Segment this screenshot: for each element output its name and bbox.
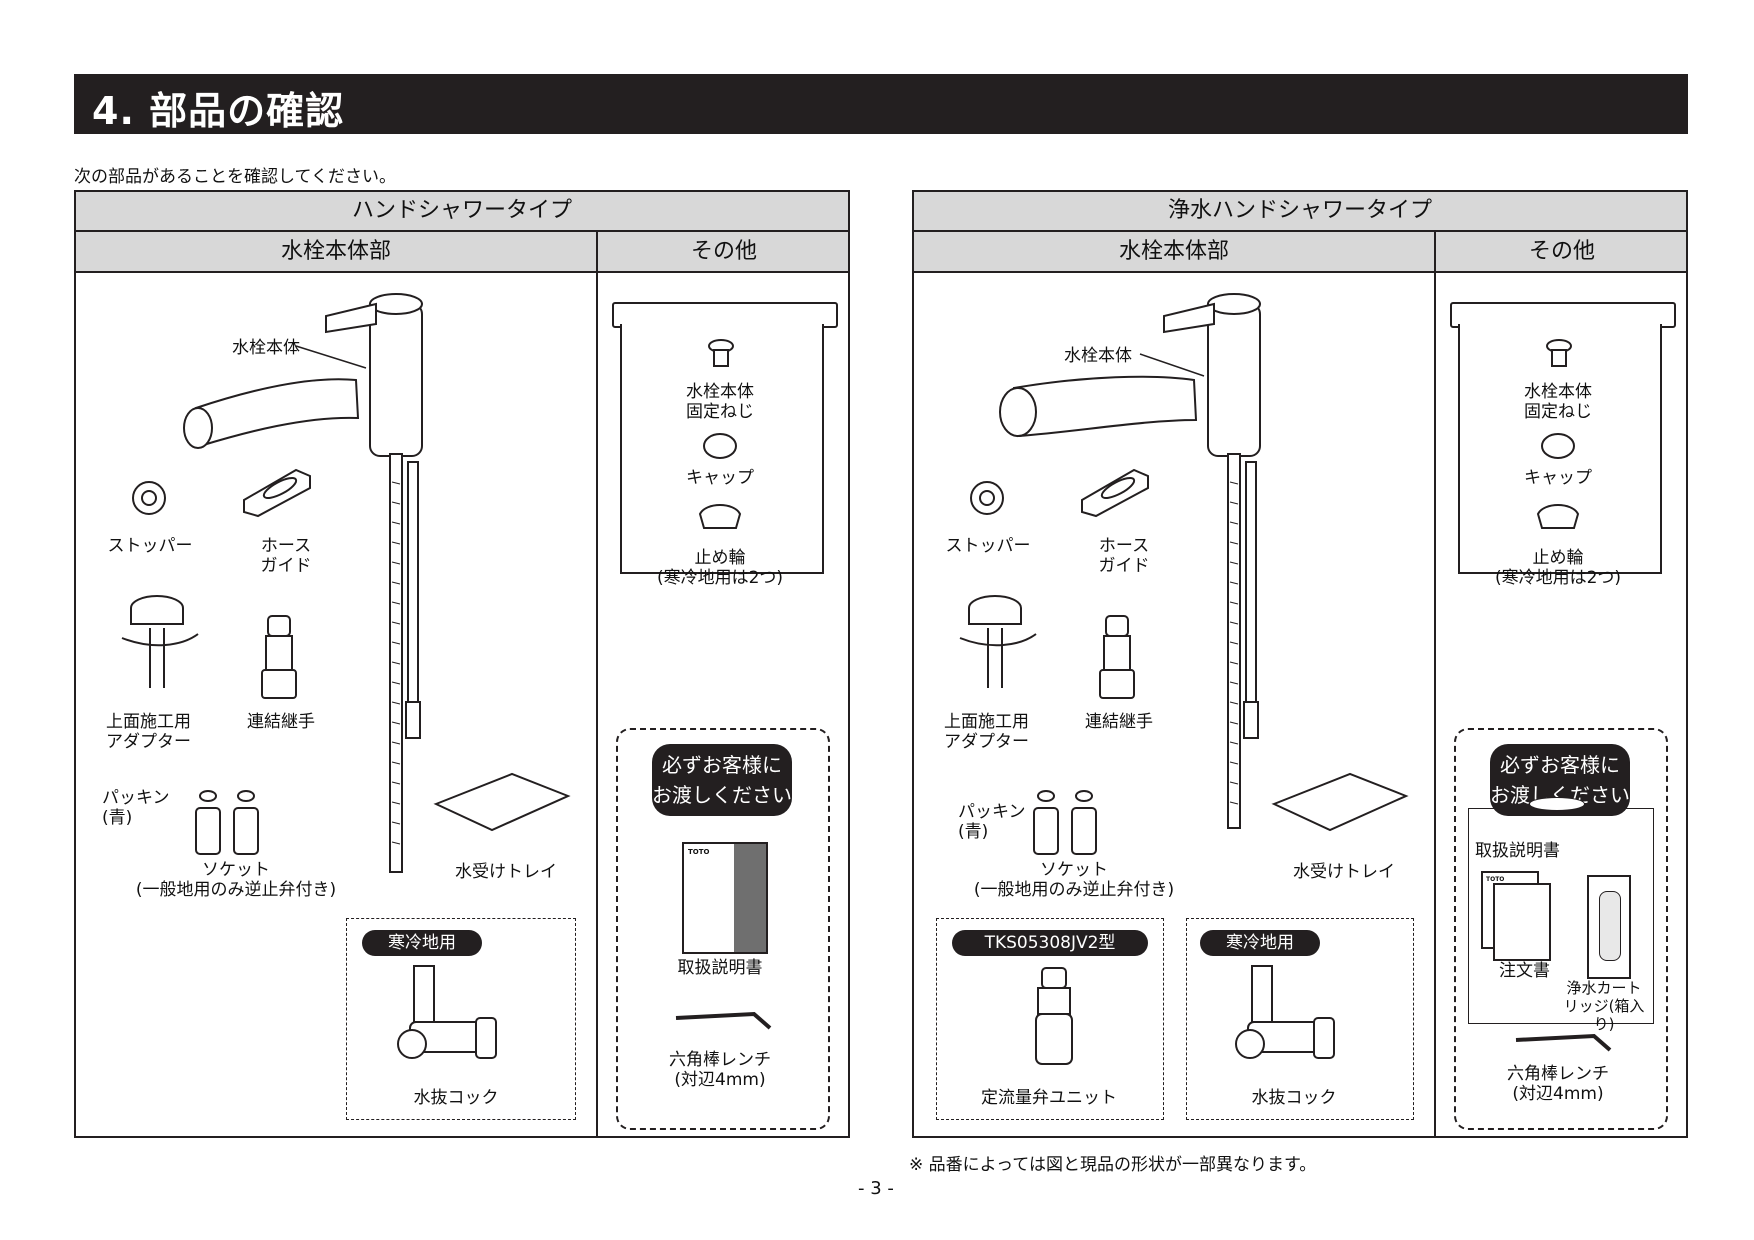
stopper-icon <box>132 481 166 515</box>
ring-icon <box>1536 504 1580 529</box>
right-wrench-label: 六角棒レンチ (対辺4mm) <box>1507 1064 1609 1104</box>
right-model-badge: TKS05308JV2型 <box>952 930 1148 956</box>
cartridge-icon <box>1599 891 1621 961</box>
left-manual-icon: TOTO <box>682 842 768 954</box>
right-socket-label: ソケット (一般地用のみ逆止弁付き) <box>973 860 1175 900</box>
right-documents-box: 取扱説明書 TOTO 注文書 浄水カート リッジ(箱入り) <box>1468 797 1654 1033</box>
left-screw-label: 水栓本体 固定ねじ <box>686 382 754 422</box>
right-adapter-label: 上面施工用 アダプター <box>944 712 1029 752</box>
hose-guide-icon <box>1081 468 1149 518</box>
adapter-icon <box>959 595 1037 688</box>
tray-icon <box>433 772 571 832</box>
socket-icons <box>195 790 259 855</box>
left-drain-cock-label: 水抜コック <box>413 1088 499 1108</box>
left-handover-notice: 必ずお客様に お渡しください <box>652 744 792 816</box>
wrench-icon <box>675 1011 772 1030</box>
cartridge-box-icon <box>1587 875 1631 979</box>
right-handover-notice: 必ずお客様に お渡しください <box>1490 744 1630 816</box>
left-handover-box <box>616 728 830 1130</box>
joint-icon <box>1099 615 1135 699</box>
faucet-body-illustration <box>183 293 423 873</box>
right-column-divider <box>1434 232 1436 1136</box>
left-faucet-label: 水栓本体 <box>232 338 300 358</box>
right-packing-label: パッキン (青) <box>958 802 1026 842</box>
right-order-form-label: 注文書 <box>1499 961 1550 981</box>
left-cap-label: キャップ <box>686 468 754 488</box>
flow-unit-icon <box>1035 967 1073 1065</box>
socket-icons <box>1033 790 1097 855</box>
drain-cock-icon <box>1235 965 1335 1059</box>
right-cartridge-label: 浄水カート リッジ(箱入り) <box>1563 979 1645 1033</box>
right-model-region-box <box>936 918 1164 1120</box>
left-panel: ハンドシャワータイプ 水栓本体部 その他 水栓本体 ストッパー ホース ガイド … <box>74 190 850 1138</box>
joint-icon <box>261 615 297 699</box>
right-panel: 浄水ハンドシャワータイプ 水栓本体部 その他 水栓本体 ストッパー ホース ガイ… <box>912 190 1688 1138</box>
right-manual-brand: TOTO <box>1486 876 1505 883</box>
ring-icon <box>698 504 742 529</box>
right-screw-label: 水栓本体 固定ねじ <box>1524 382 1592 422</box>
right-ring-label: 止め輪 (寒冷地用は2つ) <box>1494 548 1622 588</box>
drain-cock-icon <box>397 965 497 1059</box>
section-title: 4. 部品の確認 <box>92 89 345 133</box>
right-cap-label: キャップ <box>1524 468 1592 488</box>
stopper-icon <box>970 481 1004 515</box>
right-cold-badge: 寒冷地用 <box>1200 930 1320 956</box>
right-handover-box <box>1454 728 1668 1130</box>
right-faucet-label: 水栓本体 <box>1064 346 1132 366</box>
left-col-other-header: その他 <box>690 239 757 264</box>
left-col-main-header: 水栓本体部 <box>280 239 391 264</box>
purifier-faucet-illustration <box>999 293 1261 829</box>
tray-icon <box>1271 772 1409 832</box>
left-cold-region-box <box>346 918 576 1120</box>
left-column-divider <box>596 232 598 1136</box>
right-column-headers: 水栓本体部 その他 <box>914 232 1686 273</box>
left-manual-label: 取扱説明書 <box>677 958 763 978</box>
left-hose-guide-label: ホース ガイド <box>260 536 312 576</box>
right-order-form-icon <box>1493 883 1551 961</box>
wrench-icon <box>1515 1033 1612 1052</box>
screw-icon <box>1546 339 1572 367</box>
left-wrench-label: 六角棒レンチ (対辺4mm) <box>669 1050 771 1090</box>
left-socket-label: ソケット (一般地用のみ逆止弁付き) <box>135 860 337 900</box>
adapter-icon <box>121 595 199 688</box>
right-drain-cock-label: 水抜コック <box>1251 1088 1337 1108</box>
left-joint-label: 連結継手 <box>247 712 315 732</box>
section-title-bar: 4. 部品の確認 <box>74 74 1688 134</box>
right-cold-region-box <box>1186 918 1414 1120</box>
right-col-main-header: 水栓本体部 <box>1118 239 1229 264</box>
left-stopper-label: ストッパー <box>107 536 193 556</box>
right-documents-seal-icon <box>1529 797 1585 811</box>
left-ring-label: 止め輪 (寒冷地用は2つ) <box>656 548 784 588</box>
right-hose-guide-label: ホース ガイド <box>1098 536 1150 576</box>
left-tray-label: 水受けトレイ <box>455 862 557 882</box>
left-manual-brand: TOTO <box>688 848 710 856</box>
left-adapter-label: 上面施工用 アダプター <box>106 712 191 752</box>
right-flow-unit-label: 定流量弁ユニット <box>981 1088 1117 1108</box>
left-panel-header: ハンドシャワータイプ <box>76 192 848 232</box>
screw-icon <box>708 339 734 367</box>
right-manual-label: 取扱説明書 <box>1475 841 1560 861</box>
intro-text: 次の部品があることを確認してください。 <box>74 167 396 187</box>
page-number: - 3 - <box>858 1178 894 1199</box>
right-joint-label: 連結継手 <box>1085 712 1153 732</box>
footnote: ※ 品番によっては図と現品の形状が一部異なります。 <box>909 1155 1317 1175</box>
right-tray-label: 水受けトレイ <box>1293 862 1395 882</box>
right-panel-header: 浄水ハンドシャワータイプ <box>914 192 1686 232</box>
cap-icon <box>1541 433 1575 459</box>
left-cold-badge: 寒冷地用 <box>362 930 482 956</box>
hose-guide-icon <box>243 468 311 518</box>
left-manual-stripe <box>734 844 766 952</box>
right-stopper-label: ストッパー <box>945 536 1031 556</box>
cap-icon <box>703 433 737 459</box>
left-packing-label: パッキン (青) <box>102 788 170 828</box>
left-column-headers: 水栓本体部 その他 <box>76 232 848 273</box>
right-col-other-header: その他 <box>1528 239 1595 264</box>
